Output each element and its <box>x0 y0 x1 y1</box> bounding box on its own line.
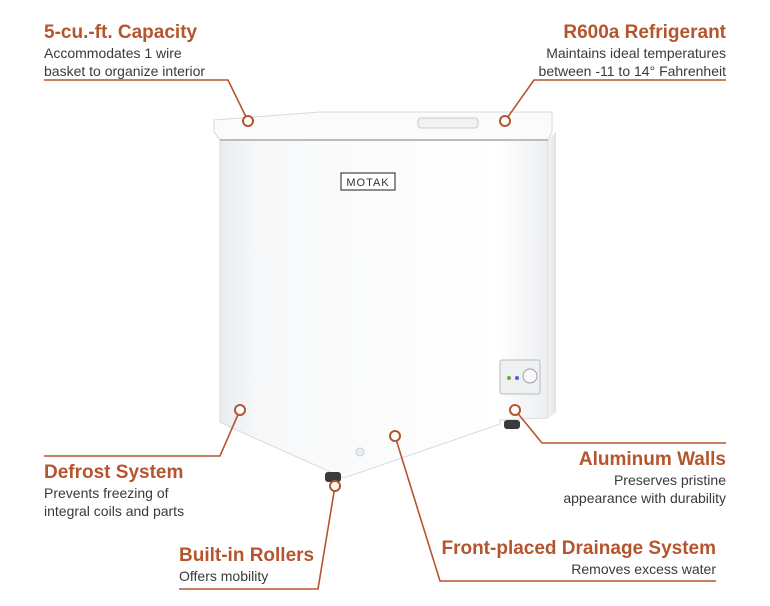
aluminum-desc-line2: appearance with durability <box>563 490 726 506</box>
callout-drainage: Front-placed Drainage System Removes exc… <box>441 538 716 578</box>
brand-logo: MOTAK <box>346 177 389 189</box>
refrigerant-title: R600a Refrigerant <box>563 22 726 43</box>
callout-markers <box>234 115 521 492</box>
defrost-title: Defrost System <box>44 462 184 483</box>
brand-plate <box>340 172 396 191</box>
lid-handle <box>417 117 479 129</box>
leader-lines <box>44 79 726 590</box>
aluminum-desc-line1: Preserves pristine <box>613 472 726 488</box>
callout-refrigerant: R600a Refrigerant Maintains ideal temper… <box>539 22 726 80</box>
rollers-title: Built-in Rollers <box>179 545 315 566</box>
capacity-desc-line1: Accommodates 1 wire <box>44 45 182 61</box>
aluminum-title: Aluminum Walls <box>578 449 726 470</box>
callout-capacity: 5-cu.-ft. Capacity Accommodates 1 wire b… <box>44 22 205 80</box>
freezer-body <box>219 139 549 479</box>
roller-front <box>325 472 341 482</box>
roller-rear <box>504 420 520 429</box>
drainage-desc-line1: Removes excess water <box>571 561 716 577</box>
drainage-title: Front-placed Drainage System <box>441 538 716 559</box>
freezer-lid <box>213 111 553 141</box>
refrigerant-desc-line1: Maintains ideal temperatures <box>546 45 726 61</box>
thermostat-knob <box>522 368 538 384</box>
defrost-desc-line2: integral coils and parts <box>44 503 185 519</box>
callout-rollers: Built-in Rollers Offers mobility <box>179 545 314 585</box>
defrost-desc-line1: Prevents freezing of <box>44 485 169 501</box>
callout-defrost: Defrost System Prevents freezing of inte… <box>44 462 184 520</box>
freezer-side-panel <box>548 132 556 418</box>
rollers-desc-line1: Offers mobility <box>179 568 269 584</box>
refrigerant-desc-line2: between -11 to 14° Fahrenheit <box>538 63 726 79</box>
capacity-title: 5-cu.-ft. Capacity <box>44 22 198 43</box>
callout-aluminum: Aluminum Walls Preserves pristine appear… <box>563 449 726 507</box>
drain-plug <box>355 447 365 457</box>
capacity-desc-line2: basket to organize interior <box>44 63 206 79</box>
